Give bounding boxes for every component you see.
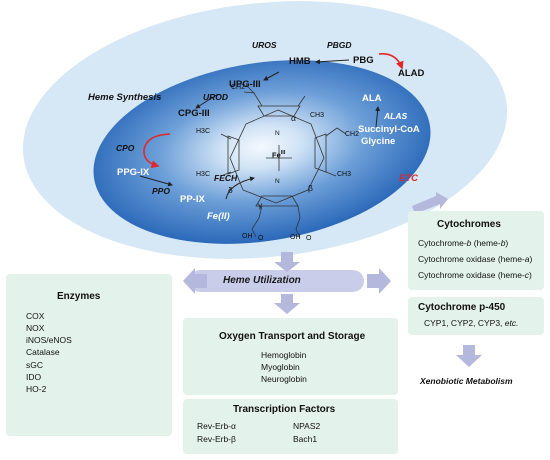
- heme-nitrogen-bottom: N: [275, 178, 280, 185]
- enzyme-alas: ALAS: [384, 111, 408, 121]
- arrow-to-oxygen: [274, 294, 300, 314]
- heme-alpha: α: [291, 113, 296, 123]
- enzyme-item: iNOS/eNOS: [26, 335, 72, 345]
- heme-carboxyl-o-left: O: [258, 235, 264, 242]
- heme-utilization-label: Heme Utilization: [223, 275, 301, 286]
- enzyme-ppo: PPO: [152, 186, 170, 196]
- heme-methyl-bottom-right: CH3: [337, 171, 352, 178]
- arrow-upg-to-cpg: [195, 93, 219, 109]
- heme-carboxyl-o-right: O: [306, 235, 312, 242]
- cytochrome-item: Cytochrome oxidase (heme-a): [418, 254, 533, 264]
- cytochrome-item: Cytochrome-b (heme-b): [418, 238, 509, 248]
- heme-delta: δ: [228, 185, 233, 195]
- tf-item: NPAS2: [293, 421, 321, 431]
- heme-methyl-bottom-left: H3C: [196, 171, 211, 178]
- arrow-to-xenobiotic: [456, 345, 482, 367]
- transcription-factors-title: Transcription Factors: [233, 404, 336, 415]
- metabolite-pp-ix: PP-IX: [180, 194, 205, 205]
- mitochondrial-matrix: [93, 60, 431, 244]
- metabolite-cpg-iii: CPG-III: [178, 108, 210, 119]
- globin-item: Myoglobin: [261, 362, 300, 372]
- arrow-ppg-to-pp: [139, 175, 173, 187]
- enzyme-item: Catalase: [26, 347, 60, 357]
- globin-item: Neuroglobin: [261, 374, 307, 384]
- heme-methyl-left: H3C: [196, 128, 211, 135]
- xenobiotic-metabolism-label: Xenobiotic Metabolism: [420, 376, 513, 386]
- metabolite-fe-ii: Fe(II): [207, 211, 230, 222]
- enzyme-cpo: CPO: [116, 143, 135, 153]
- tf-item: Rev-Erb-β: [197, 434, 236, 444]
- etc-label: ETC: [399, 173, 418, 184]
- heme-carboxyl-oh-right: OH: [290, 234, 301, 241]
- heme-utilization-bar: [189, 270, 364, 292]
- p450-families: CYP1, CYP2, CYP3, etc.: [424, 318, 519, 328]
- arrow-to-cytochromes: [367, 268, 391, 294]
- enzyme-alad: ALAD: [398, 68, 425, 79]
- arrow-pp-to-heme: [225, 176, 255, 200]
- heme-synthesis-label: Heme Synthesis: [88, 92, 162, 103]
- oxygen-transport-title: Oxygen Transport and Storage: [219, 331, 366, 342]
- cytochrome-p450-box: Cytochrome p-450 CYP1, CYP2, CYP3, etc.: [408, 297, 544, 335]
- globin-item: Hemoglobin: [261, 350, 307, 360]
- enzyme-item: IDO: [26, 372, 42, 382]
- tf-item: Bach1: [293, 434, 318, 444]
- p450-title: Cytochrome p-450: [418, 302, 506, 313]
- arrow-to-etc: [412, 192, 448, 214]
- cytochrome-item: Cytochrome oxidase (heme-c): [418, 270, 532, 280]
- metabolite-upg-iii: UPG-III: [229, 79, 261, 90]
- heme-iron-label: FeIII: [272, 150, 286, 160]
- arrow-ala-to-pbg: [378, 52, 404, 70]
- enzyme-item: COX: [26, 311, 45, 321]
- metabolite-hmb: HMB: [289, 56, 311, 67]
- arrow-to-utilization: [274, 252, 300, 272]
- metabolite-ppg-ix: PPG-IX: [117, 167, 150, 178]
- arrow-pbg-to-hmb: [315, 59, 350, 65]
- metabolite-ala: ALA: [362, 93, 382, 104]
- enzyme-pbgd: PBGD: [327, 40, 352, 50]
- heme-gamma: γ: [258, 200, 263, 210]
- enzyme-item: sGC: [26, 360, 43, 370]
- arrow-succ-to-ala: [375, 106, 381, 128]
- metabolite-succinyl-coa: Succinyl-CoA: [358, 124, 420, 135]
- enzyme-item: HO-2: [26, 384, 47, 394]
- metabolite-pbg: PBG: [353, 55, 374, 66]
- enzymes-box: Enzymes COX NOX iNOS/eNOS Catalase sGC I…: [6, 274, 172, 436]
- cytochromes-box: Cytochromes Cytochrome-b (heme-b) Cytoch…: [408, 211, 544, 290]
- arrow-to-enzymes: [183, 268, 207, 294]
- metabolite-glycine: Glycine: [361, 136, 396, 147]
- enzyme-urod: UROD: [203, 92, 229, 102]
- oxygen-transport-box: Oxygen Transport and Storage Hemoglobin …: [183, 318, 398, 395]
- heme-vinyl-right: CH2: [345, 131, 360, 138]
- heme-structure: [220, 84, 347, 239]
- enzyme-item: NOX: [26, 323, 45, 333]
- tf-item: Rev-Erb-α: [197, 421, 236, 431]
- enzyme-fech: FECH: [214, 173, 238, 183]
- heme-vinyl-top: CH2: [231, 84, 246, 91]
- arrow-hmb-to-upg: [263, 71, 280, 81]
- heme-carboxyl-oh-left: OH: [242, 233, 253, 240]
- enzymes-title: Enzymes: [57, 291, 101, 302]
- heme-methyl-top: CH3: [310, 112, 325, 119]
- heme-beta: β: [308, 183, 313, 193]
- heme-nitrogen-top: N: [275, 130, 280, 137]
- arrow-cpg-to-ppg: [143, 133, 171, 169]
- transcription-factors-box: Transcription Factors Rev-Erb-α Rev-Erb-…: [183, 399, 398, 454]
- cytochromes-title: Cytochromes: [437, 219, 501, 230]
- enzyme-uros: UROS: [252, 40, 277, 50]
